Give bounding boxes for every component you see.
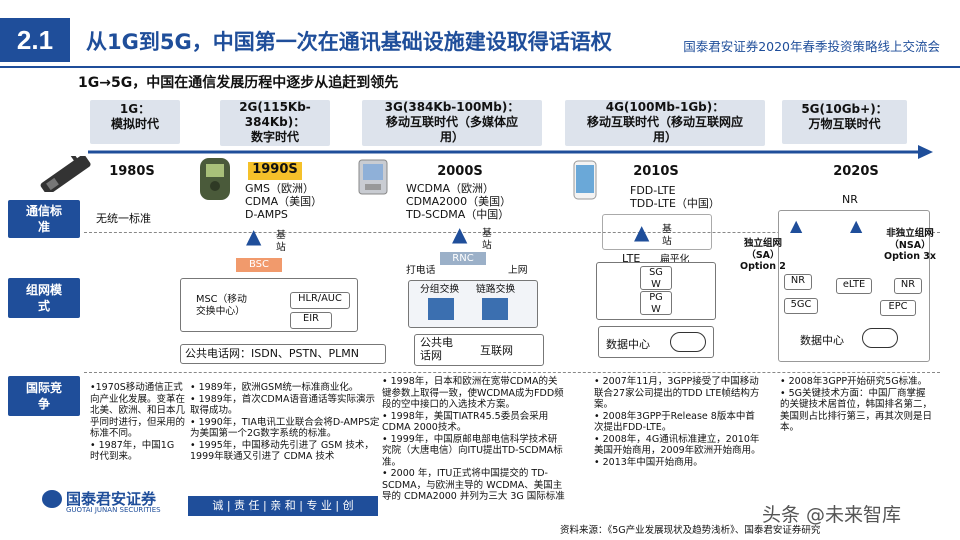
- intl-4g: • 2007年11月，3GPP接受了中国移动联合27家公司提出的TDD LTE帧…: [594, 376, 761, 468]
- tower-icon: ▲: [790, 216, 803, 235]
- separator: [84, 232, 940, 233]
- header-divider: [0, 66, 960, 68]
- nr-box: NR: [894, 278, 922, 294]
- pda-phone-icon: [358, 159, 388, 195]
- tower-icon: ▲: [246, 224, 262, 248]
- intl-3g: • 1998年，日本和欧洲在宽带CDMA的关键参数上取得一致，使WCDMA成为F…: [382, 376, 565, 502]
- lte-label: LTE: [622, 252, 641, 265]
- era-2000s: 2000S: [437, 164, 483, 179]
- 5gc-box: 5GC: [784, 298, 818, 314]
- rnc-box: RNC: [440, 252, 486, 265]
- era-2010s: 2010S: [633, 164, 679, 179]
- dc-box: [598, 326, 714, 358]
- nr-box: NR: [784, 274, 812, 290]
- dc-label: 数据中心: [800, 334, 844, 347]
- pgw-box: PG W: [640, 291, 672, 315]
- bsc-box: BSC: [236, 258, 282, 272]
- page-title: 从1G到5G，中国第一次在通讯基础设施建设取得话语权: [86, 30, 612, 54]
- pstn-label: 公共电 话网: [420, 336, 453, 362]
- intl-2g: • 1989年，欧洲GSM统一标准商业化。 • 1989年，首次CDMA语音通话…: [190, 382, 380, 462]
- separator: [84, 372, 940, 373]
- switch-icon: [428, 298, 454, 320]
- row-label-network: 组网模 式: [8, 278, 80, 318]
- hlr-box: HLR/AUC: [290, 292, 350, 309]
- brand-name: 国泰君安证券: [66, 490, 157, 508]
- sa-label: 独立组网 （SA） Option 2: [740, 238, 786, 272]
- tower-icon: ▲: [452, 222, 468, 246]
- watermark: 头条 @未来智库: [762, 504, 902, 526]
- flat-label: 扁平化: [660, 254, 690, 265]
- gen-2g: 2G(115Kb- 384Kb)： 数字时代: [220, 100, 330, 146]
- cloud-icon: [670, 332, 706, 352]
- station-label: 基 站: [276, 230, 286, 253]
- std-5g: NR: [842, 193, 858, 206]
- dc-label: 数据中心: [606, 338, 650, 351]
- web-label: 上网: [508, 265, 528, 276]
- msc-label: MSC（移动 交换中心）: [196, 294, 247, 317]
- tower-icon: ▲: [634, 220, 650, 244]
- row-label-standard: 通信标 准: [8, 200, 80, 238]
- brand-motto: 诚 | 责 任 | 亲 和 | 专 业 | 创: [188, 496, 378, 516]
- sgw-box: SG W: [640, 266, 672, 290]
- era-1990s: 1990S: [248, 162, 302, 180]
- intl-1g: •1970S移动通信正式向产业化发展。变革在北美、欧洲、和日本几乎同时进行，但采…: [90, 382, 186, 462]
- epc-box: EPC: [880, 300, 916, 316]
- era-2020s: 2020S: [833, 164, 879, 179]
- elte-box: eLTE: [836, 278, 872, 294]
- eir-box: EIR: [290, 312, 332, 329]
- internet-label: 互联网: [480, 344, 513, 357]
- gen-3g: 3G(384Kb-100Mb)： 移动互联时代（多媒体应 用）: [362, 100, 542, 146]
- source-note: 资料来源：《5G产业发展现状及趋势浅析》、国泰君安证券研究: [560, 525, 821, 536]
- intl-5g: • 2008年3GPP开始研究5G标准。 • 5G关键技术方面：中国厂商掌握的关…: [780, 376, 933, 433]
- std-3g: WCDMA（欧洲） CDMA2000（美国） TD-SCDMA（中国）: [406, 182, 512, 221]
- conference-name: 国泰君安证券2020年春季投资策略线上交流会: [683, 39, 940, 54]
- tower-icon: ▲: [850, 216, 863, 235]
- smartphone-icon: [573, 160, 597, 200]
- feature-phone-icon: [200, 158, 230, 200]
- ps-label: 链路交换: [476, 284, 516, 295]
- pstn-box: 公共电话网：ISDN、PSTN、PLMN: [180, 344, 386, 364]
- std-2g: GMS（欧洲） CDMA（美国） D-AMPS: [245, 182, 323, 221]
- brand-logo-icon: [42, 490, 62, 508]
- ran-box: [602, 214, 712, 250]
- gen-5g: 5G(10Gb+)： 万物互联时代: [782, 100, 907, 144]
- std-4g: FDD-LTE TDD-LTE（中国）: [630, 184, 720, 210]
- era-1980s: 1980S: [109, 164, 155, 179]
- station-label: 基 站: [662, 224, 672, 247]
- gen-1g: 1G： 模拟时代: [90, 100, 180, 144]
- subtitle: 1G→5G，中国在通信发展历程中逐步从追赶到领先: [78, 75, 399, 91]
- network-box: [414, 334, 544, 366]
- gen-4g: 4G(100Mb-1Gb)： 移动互联时代（移动互联网应 用）: [565, 100, 765, 146]
- station-label: 基 站: [482, 228, 492, 251]
- std-1g: 无统一标准: [96, 212, 151, 225]
- nsa-label: 非独立组网 （NSA） Option 3x: [884, 228, 937, 262]
- timeline-arrow: [88, 145, 933, 159]
- row-label-competition: 国际竞 争: [8, 376, 80, 416]
- cs-label: 分组交换: [420, 284, 460, 295]
- call-label: 打电话: [406, 265, 436, 276]
- switch-icon: [482, 298, 508, 320]
- brand-name-en: GUOTAI JUNAN SECURITIES: [66, 506, 161, 514]
- brick-phone-icon: [40, 156, 91, 192]
- cloud-icon: [862, 328, 898, 348]
- section-number: 2.1: [0, 18, 70, 62]
